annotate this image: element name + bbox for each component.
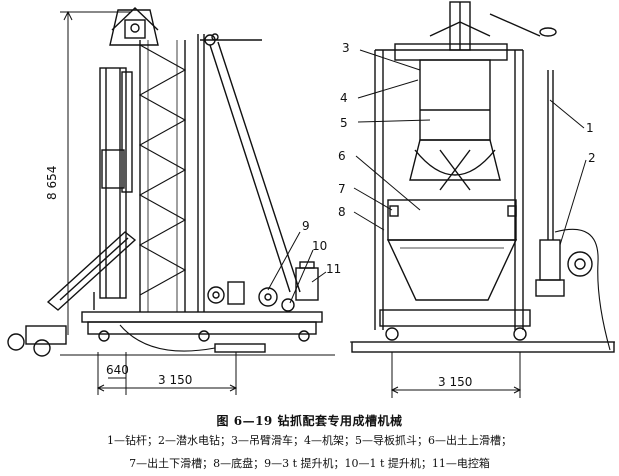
callout-8: 8 xyxy=(338,205,346,219)
side-view: 8 654 xyxy=(7,7,341,395)
figure-legend-line-1: 1—钻杆；2—潜水电钻；3—吊臂滑车；4—机架；5—导板抓斗；6—出土上滑槽； xyxy=(107,434,512,447)
hoist-3t xyxy=(207,281,245,305)
callout-11: 11 xyxy=(326,262,341,276)
machine-drawing: 8 6 5 4 xyxy=(7,1,615,398)
discharge-chute xyxy=(46,231,137,311)
front-view: 3 150 3 4 5 6 7 8 1 2 xyxy=(338,1,615,398)
figure-legend-line-2: 7—出土下滑槽；8—底盘；9—3 t 提升机；10—1 t 提升机；11—电控箱 xyxy=(129,457,490,470)
callout-10: 10 xyxy=(312,239,327,253)
front-frame xyxy=(374,43,524,330)
callout-5: 5 xyxy=(340,116,348,130)
front-base-dimension xyxy=(390,352,522,398)
control-box xyxy=(295,261,319,301)
callout-1: 1 xyxy=(586,121,594,135)
height-dimension xyxy=(60,10,130,335)
callout-4: 4 xyxy=(340,91,348,105)
hoist-1t xyxy=(258,287,295,312)
drill-rod-column xyxy=(99,67,133,299)
figure-title: 图 6—19 钻抓配套专用成槽机械 xyxy=(216,414,403,428)
callout-2: 2 xyxy=(588,151,596,165)
lattice-mast xyxy=(138,40,187,312)
discharge-hopper xyxy=(386,199,518,301)
front-chassis xyxy=(350,309,615,353)
callout-6: 6 xyxy=(338,149,346,163)
base-right-label: 3 150 xyxy=(158,373,192,387)
grab-bucket xyxy=(409,59,501,191)
callout-7: 7 xyxy=(338,182,346,196)
side-callout-leaders xyxy=(267,231,327,304)
callout-3: 3 xyxy=(342,41,350,55)
front-mast-top xyxy=(429,1,557,51)
base-dimensions xyxy=(96,352,238,395)
base-left-label: 640 xyxy=(106,363,129,377)
side-chassis xyxy=(81,311,323,353)
front-callout-leaders xyxy=(353,49,587,246)
front-base-label: 3 150 xyxy=(438,375,472,389)
front-drill xyxy=(535,70,611,351)
mast-crown xyxy=(109,7,159,46)
tow-unit xyxy=(7,325,67,357)
callout-9: 9 xyxy=(302,219,310,233)
height-dimension-label: 8 654 xyxy=(45,166,59,200)
rear-frame xyxy=(197,33,301,312)
